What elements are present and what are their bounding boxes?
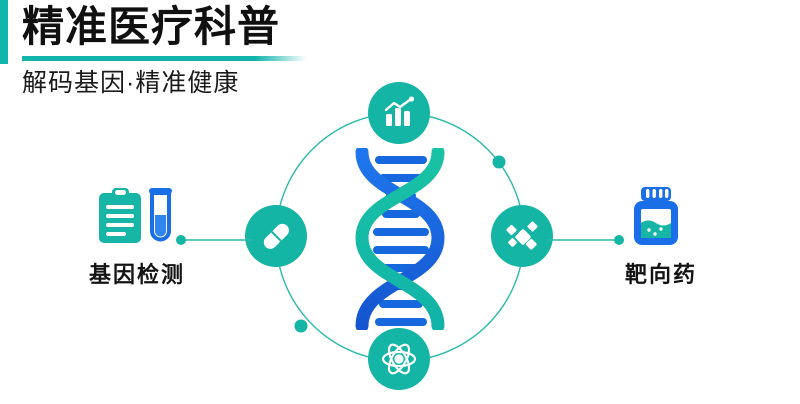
page-title: 精准医疗科普 (22, 3, 281, 50)
medicine-bottle-icon (634, 187, 678, 245)
left-connector-dot (176, 235, 186, 245)
node-molecule[interactable] (491, 205, 553, 267)
right-concept-label: 靶向药 (624, 262, 697, 287)
right-connector-dot (614, 235, 624, 245)
left-concept-group: 基因检测 (55, 185, 235, 295)
header-accent-bar (0, 0, 8, 64)
node-analytics[interactable] (368, 82, 430, 144)
bar-chart-trend-icon (384, 96, 415, 126)
left-connector (176, 234, 254, 246)
ring-dot-lower-left (294, 319, 308, 333)
title-underline-rule (22, 56, 307, 61)
molecule-icon (506, 221, 538, 250)
capsule-pill-icon (263, 223, 289, 249)
clipboard-test-tube-icon (99, 188, 172, 243)
page-subtitle: 解码基因·精准健康 (22, 69, 240, 97)
dna-helix-icon (355, 148, 445, 330)
atom-icon (381, 343, 417, 375)
ring-dot-upper-right (492, 155, 506, 169)
node-atom[interactable] (368, 328, 430, 390)
right-concept-group: 靶向药 (565, 185, 745, 295)
dna-orbit-diagram (245, 70, 553, 404)
right-connector (546, 234, 624, 246)
node-capsule[interactable] (245, 205, 307, 267)
left-concept-label: 基因检测 (88, 262, 185, 287)
